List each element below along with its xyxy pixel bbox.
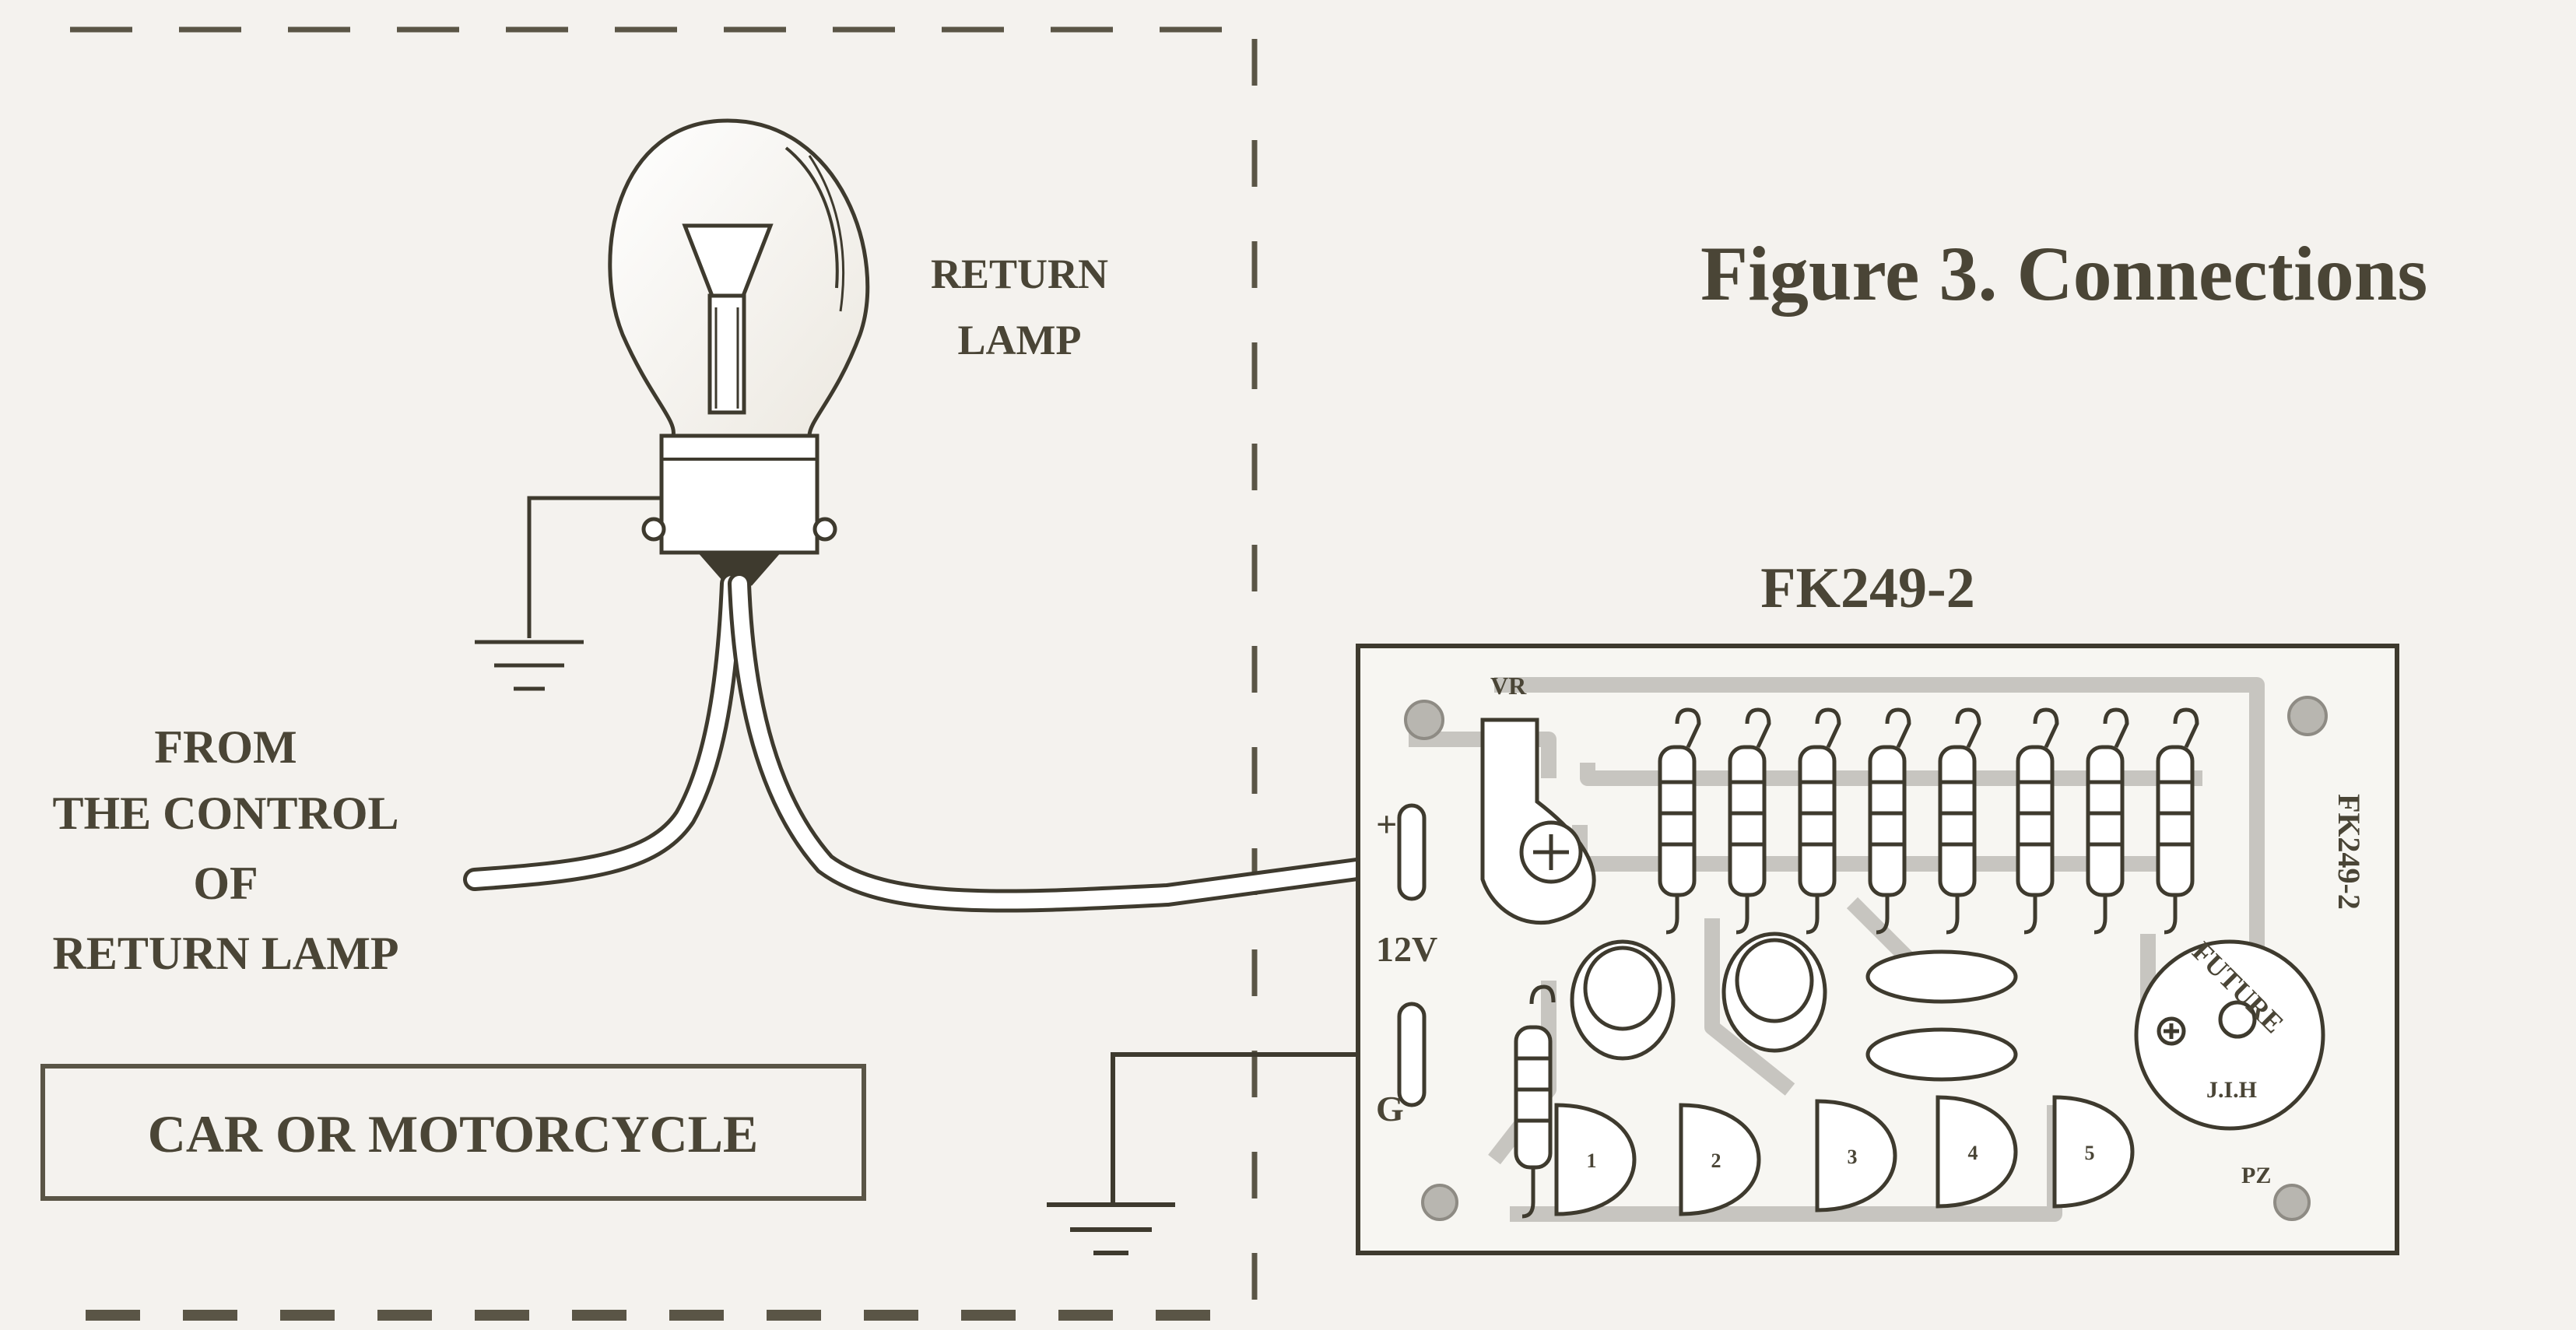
vehicle-box — [40, 1064, 866, 1201]
lamp-wires — [463, 572, 1420, 913]
pcb-code-label: FK249-2 — [2332, 794, 2367, 910]
ground-wire — [1047, 1052, 1420, 1255]
transistor-label-1: 1 — [1587, 1149, 1597, 1172]
figure-title: Figure 3. Connections — [1700, 230, 2427, 317]
board-name: FK249-2 — [1760, 556, 1974, 620]
trimmer-label: VR — [1490, 672, 1527, 700]
voltage-label: 12V — [1376, 929, 1437, 969]
from-label-line2: THE CONTROL — [52, 788, 398, 839]
terminal-plus-label: + — [1376, 804, 1397, 845]
vehicle-box-label: CAR OR MOTORCYCLE — [148, 1104, 759, 1163]
from-label-line1: FROM — [154, 721, 297, 773]
transistor-label-4: 4 — [1968, 1142, 1978, 1164]
lamp-label-line2: LAMP — [958, 317, 1082, 363]
return-lamp-bulb — [608, 118, 870, 586]
terminal-ground-label: G — [1376, 1089, 1404, 1128]
lamp-ground-symbol — [475, 496, 662, 691]
buzzer-model: J.I.H — [2206, 1077, 2257, 1103]
transistor-label-3: 3 — [1848, 1146, 1858, 1168]
transistor-label-5: 5 — [2085, 1142, 2095, 1164]
from-label-line4: RETURN LAMP — [53, 928, 399, 979]
lamp-label-line1: RETURN — [931, 251, 1108, 297]
buzzer-label: PZ — [2241, 1163, 2271, 1188]
from-label-line3: OF — [193, 858, 258, 909]
pcb-board — [1356, 644, 2399, 1255]
vehicle-boundary — [70, 26, 1261, 1321]
transistor-label-2: 2 — [1711, 1149, 1721, 1172]
